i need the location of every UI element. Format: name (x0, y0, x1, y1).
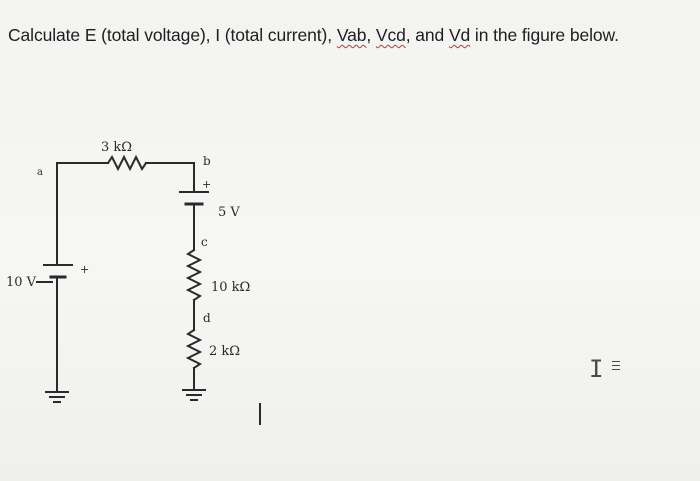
resistor-3k-label: 3 kΩ (101, 140, 132, 155)
vcd-term: Vcd (375, 25, 406, 45)
plus-sign-10v: + (80, 263, 89, 276)
vab-term: Vab (336, 25, 367, 45)
resistor-2k-label: 2 kΩ (209, 344, 240, 359)
node-a-label: a (37, 167, 43, 178)
node-c-label: c (201, 235, 208, 249)
question-part-4: in the figure below. (470, 25, 619, 45)
resistor-10k-symbol (185, 248, 203, 302)
question-part-1: Calculate E (total voltage), I (total cu… (8, 25, 337, 45)
node-b-label: b (203, 154, 211, 168)
resistor-3k-symbol (106, 154, 148, 172)
vd-term: Vd (448, 25, 471, 45)
cursor-lines-icon (612, 361, 620, 370)
source-5v-label: 5 V (218, 205, 240, 220)
text-cursor-icon: I (589, 355, 604, 383)
resistor-10k-label: 10 kΩ (211, 280, 250, 295)
question-part-3: , and (405, 25, 449, 45)
node-d-label: d (203, 311, 211, 325)
question-text: Calculate E (total voltage), I (total cu… (8, 25, 698, 46)
resistor-2k-symbol (185, 328, 203, 370)
plus-sign-5v: + (202, 178, 211, 191)
question-part-2: , (366, 25, 376, 45)
stray-mark (259, 403, 261, 425)
source-10v-label: 10 V (6, 275, 37, 290)
